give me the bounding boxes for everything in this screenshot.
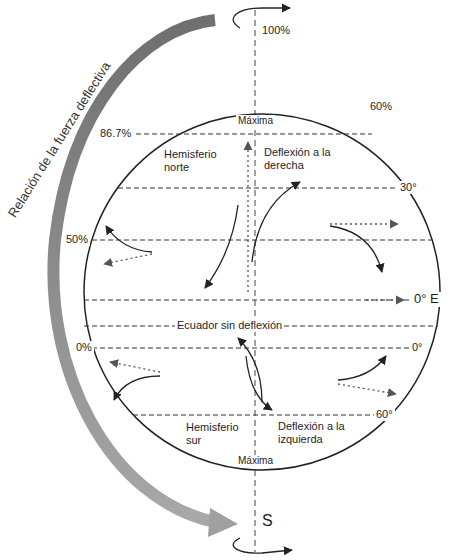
pole-label: S: [260, 512, 275, 530]
region-label: Máxima: [236, 455, 275, 467]
deflection-label: Deflexión a la izquierda: [276, 420, 348, 445]
latitude-line: [84, 300, 414, 301]
latitude-label: 30°: [398, 181, 419, 194]
latitude-line: [68, 240, 432, 241]
deflected-path: [114, 376, 160, 400]
rotation-axis: [255, 10, 256, 552]
axis-title: Relación de la fuerza deflectiva: [5, 58, 116, 223]
region-label: Máxima: [236, 115, 275, 127]
latitude-label: 0° E: [412, 292, 441, 307]
intended-path: [330, 223, 398, 224]
hemisphere-label: Hemisferio sur: [184, 421, 250, 446]
rotation-arrow: [233, 538, 292, 553]
percent-label: 60%: [368, 100, 394, 113]
motion-arrows: [104, 142, 404, 410]
force-arrowhead: [208, 508, 238, 537]
deflected-path: [106, 226, 152, 252]
percent-label: 100%: [260, 24, 292, 37]
latitude-line: [104, 134, 372, 135]
deflected-path: [238, 338, 262, 402]
globe-outline: [84, 114, 440, 470]
deflected-path: [252, 182, 300, 262]
percent-label: 86.7%: [98, 127, 133, 140]
deflected-path: [330, 226, 382, 272]
percent-label: 50%: [64, 233, 90, 246]
latitude-line: [76, 348, 412, 349]
latitude-label: 0°: [410, 341, 425, 354]
deflected-path: [205, 205, 238, 288]
deflected-path: [246, 356, 272, 410]
deflected-path: [338, 356, 386, 380]
deflection-label: Deflexión a la derecha: [262, 146, 334, 171]
latitude-line: [133, 415, 374, 416]
latitude-label: 60°: [374, 408, 395, 421]
intended-path: [247, 142, 248, 292]
latitude-lines: [68, 134, 438, 415]
percent-label: 0%: [74, 341, 94, 354]
hemisphere-label: Hemisferio norte: [162, 148, 228, 173]
equator-label: Ecuador sin deflexión: [175, 319, 284, 332]
intended-path: [366, 299, 404, 300]
intended-path: [104, 254, 152, 264]
intended-path: [338, 384, 396, 394]
latitude-line: [118, 188, 398, 189]
intended-path: [110, 362, 160, 372]
